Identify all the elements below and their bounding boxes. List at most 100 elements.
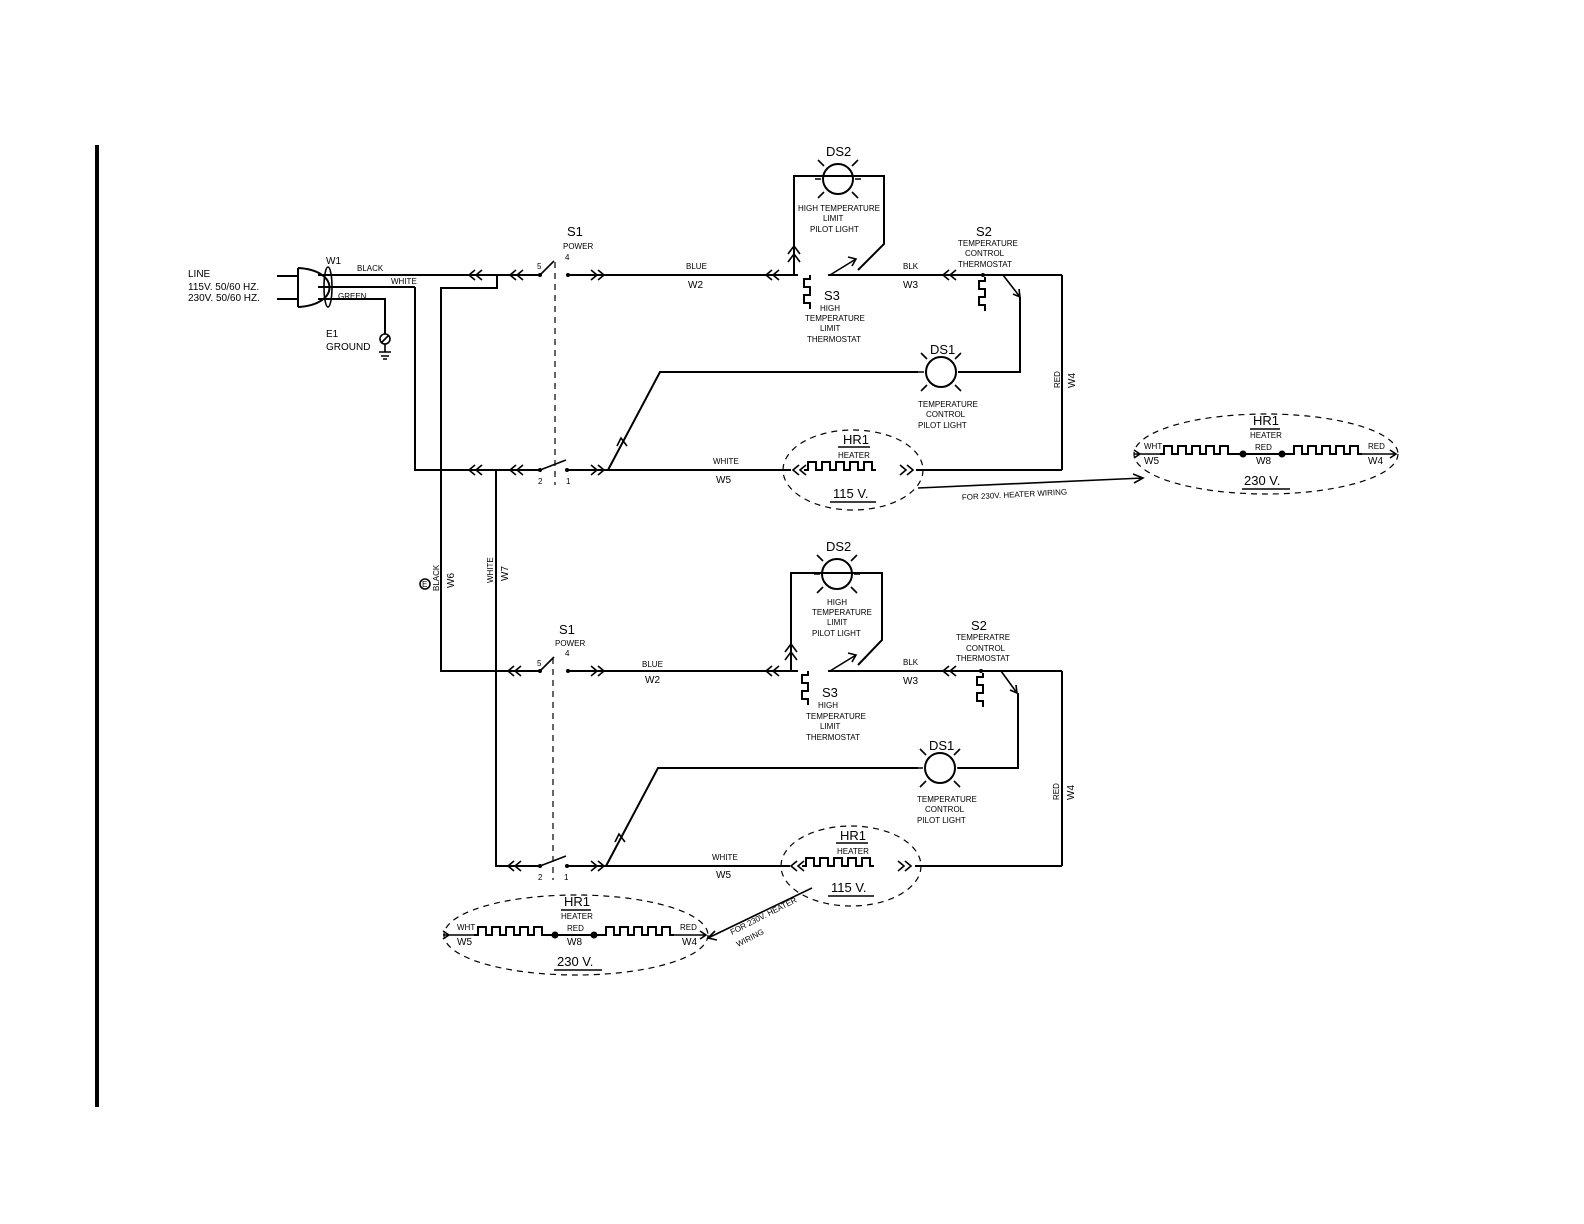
ds1b-l3: PILOT LIGHT [917, 816, 966, 825]
unit-upper: S1 POWER 5 4 BLUE W2 DS2 HIGH TEMPERATUR… [467, 144, 1078, 511]
ds1-l3: PILOT LIGHT [918, 421, 967, 430]
hr1l-mid-id: W8 [567, 937, 582, 948]
w5b-color: WHITE [712, 853, 738, 862]
hr1-name: HEATER [838, 451, 870, 460]
hr1l-name: HEATER [561, 912, 593, 921]
ds1-l2: CONTROL [926, 410, 966, 419]
hr1r-voltage: 230 V. [1244, 473, 1280, 488]
s1b-pin-2: 2 [538, 873, 543, 882]
hr1-115-outline [782, 429, 924, 511]
ds2-lamp-icon [814, 159, 862, 199]
ds1b-id: DS1 [929, 738, 954, 753]
ds2b-l3: LIMIT [827, 618, 848, 627]
hr1l-id: HR1 [564, 894, 590, 909]
s1-id: S1 [567, 224, 583, 239]
s3b-id: S3 [822, 685, 838, 700]
hr1r-mid-id: W8 [1256, 456, 1271, 467]
w4-id: W4 [1067, 373, 1078, 388]
s1b-pin-5: 5 [537, 659, 542, 668]
s1-name: POWER [563, 242, 593, 251]
w6-id: W6 [446, 573, 457, 588]
w1-label: W1 [326, 256, 341, 267]
s3b-bimetal-icon [801, 670, 809, 706]
w2b-color: BLUE [642, 660, 663, 669]
s3-l1: HIGH [820, 304, 840, 313]
hr1-id: HR1 [843, 432, 869, 447]
hr1r-mid-color: RED [1255, 443, 1272, 452]
ds2b-l1: HIGH [827, 598, 847, 607]
hr1r-name: HEATER [1250, 431, 1282, 440]
s3b-l1: HIGH [818, 701, 838, 710]
w2b-id: W2 [645, 675, 660, 686]
ground-label: GROUND [326, 342, 370, 353]
s2-id: S2 [976, 224, 992, 239]
s2b-l1: TEMPERATRE [956, 633, 1010, 642]
hr1l-mid-color: RED [567, 924, 584, 933]
s3-bimetal-icon [803, 274, 811, 310]
bus-wires: E BLACK W6 WHITE W7 [414, 275, 511, 867]
hr1l-left-id: W5 [457, 937, 472, 948]
hr1-230-right: WHT W5 RED W8 RED W4 HR1 HEATER 230 V. [1133, 413, 1399, 495]
w4b-color: RED [1052, 783, 1061, 800]
hr1r-left-color: WHT [1144, 442, 1162, 451]
w6-mark-circle [419, 578, 431, 590]
wire-white-label: WHITE [391, 277, 417, 286]
ground-id: E1 [326, 329, 339, 340]
w7-id: W7 [500, 566, 511, 581]
ds2-l1: HIGH TEMPERATURE [798, 204, 880, 213]
s3b-l4: THERMOSTAT [806, 733, 860, 742]
s1b-pin-4: 4 [565, 649, 570, 658]
s2-l3: THERMOSTAT [958, 260, 1012, 269]
w6-mark: E [422, 580, 427, 589]
s3b-l2: TEMPERATURE [806, 712, 866, 721]
line-230v-label: 230V. 50/60 HZ. [188, 293, 260, 304]
w4-color: RED [1053, 371, 1062, 388]
ds2b-id: DS2 [826, 539, 851, 554]
ds2-id: DS2 [826, 144, 851, 159]
w3-id: W3 [903, 280, 918, 291]
s1b-pin-1: 1 [564, 873, 569, 882]
w3-color: BLK [903, 262, 919, 271]
w6-color: BLACK [432, 564, 441, 591]
line-label: LINE [188, 269, 211, 280]
hr1r-left-id: W5 [1144, 456, 1159, 467]
s3b-l3: LIMIT [820, 722, 841, 731]
ground-icon [379, 334, 391, 360]
hr1l-right-color: RED [680, 923, 697, 932]
note-arrow-upper [917, 473, 1145, 489]
line-115v-label: 115V. 50/60 HZ. [188, 282, 259, 293]
w4b-id: W4 [1066, 785, 1077, 800]
ds2b-l4: PILOT LIGHT [812, 629, 861, 638]
hr1-230-lower: WHT W5 RED W8 RED W4 HR1 HEATER 230 V. [442, 894, 709, 976]
unit-lower: S1 POWER 5 4 BLUE W2 DS2 HIGH TEMPERATUR… [487, 539, 1077, 907]
ds1b-lamp-icon [916, 748, 964, 788]
s1-pin-1: 1 [566, 477, 571, 486]
s2b-id: S2 [971, 618, 987, 633]
s1-contact-upper-a [539, 260, 555, 276]
ds2b-l2: TEMPERATURE [812, 608, 872, 617]
hr1b-voltage: 115 V. [831, 880, 866, 895]
hr1l-right-id: W4 [682, 937, 697, 948]
s2b-l2: CONTROL [966, 644, 1006, 653]
note-upper: FOR 230V. HEATER WIRING [962, 487, 1068, 502]
ds1b-l1: TEMPERATURE [917, 795, 977, 804]
wire-black-label: BLACK [357, 264, 384, 273]
ds1b-l2: CONTROL [925, 805, 965, 814]
hr1l-left-color: WHT [457, 923, 475, 932]
s1-pin-4: 4 [565, 253, 570, 262]
s1b-id: S1 [559, 622, 575, 637]
w5b-id: W5 [716, 870, 731, 881]
w2-id: W2 [688, 280, 703, 291]
hr1-voltage: 115 V. [833, 486, 868, 501]
s1b-name: POWER [555, 639, 585, 648]
w5-color: WHITE [713, 457, 739, 466]
s3-id: S3 [824, 288, 840, 303]
ds2-l3: PILOT LIGHT [810, 225, 859, 234]
wire-green-label: GREEN [338, 292, 367, 301]
hr1b-id: HR1 [840, 828, 866, 843]
s1-pin-5: 5 [537, 262, 542, 271]
hr1-coil-icon [803, 461, 877, 471]
s3-l2: TEMPERATURE [805, 314, 865, 323]
w7-color: WHITE [486, 557, 495, 583]
